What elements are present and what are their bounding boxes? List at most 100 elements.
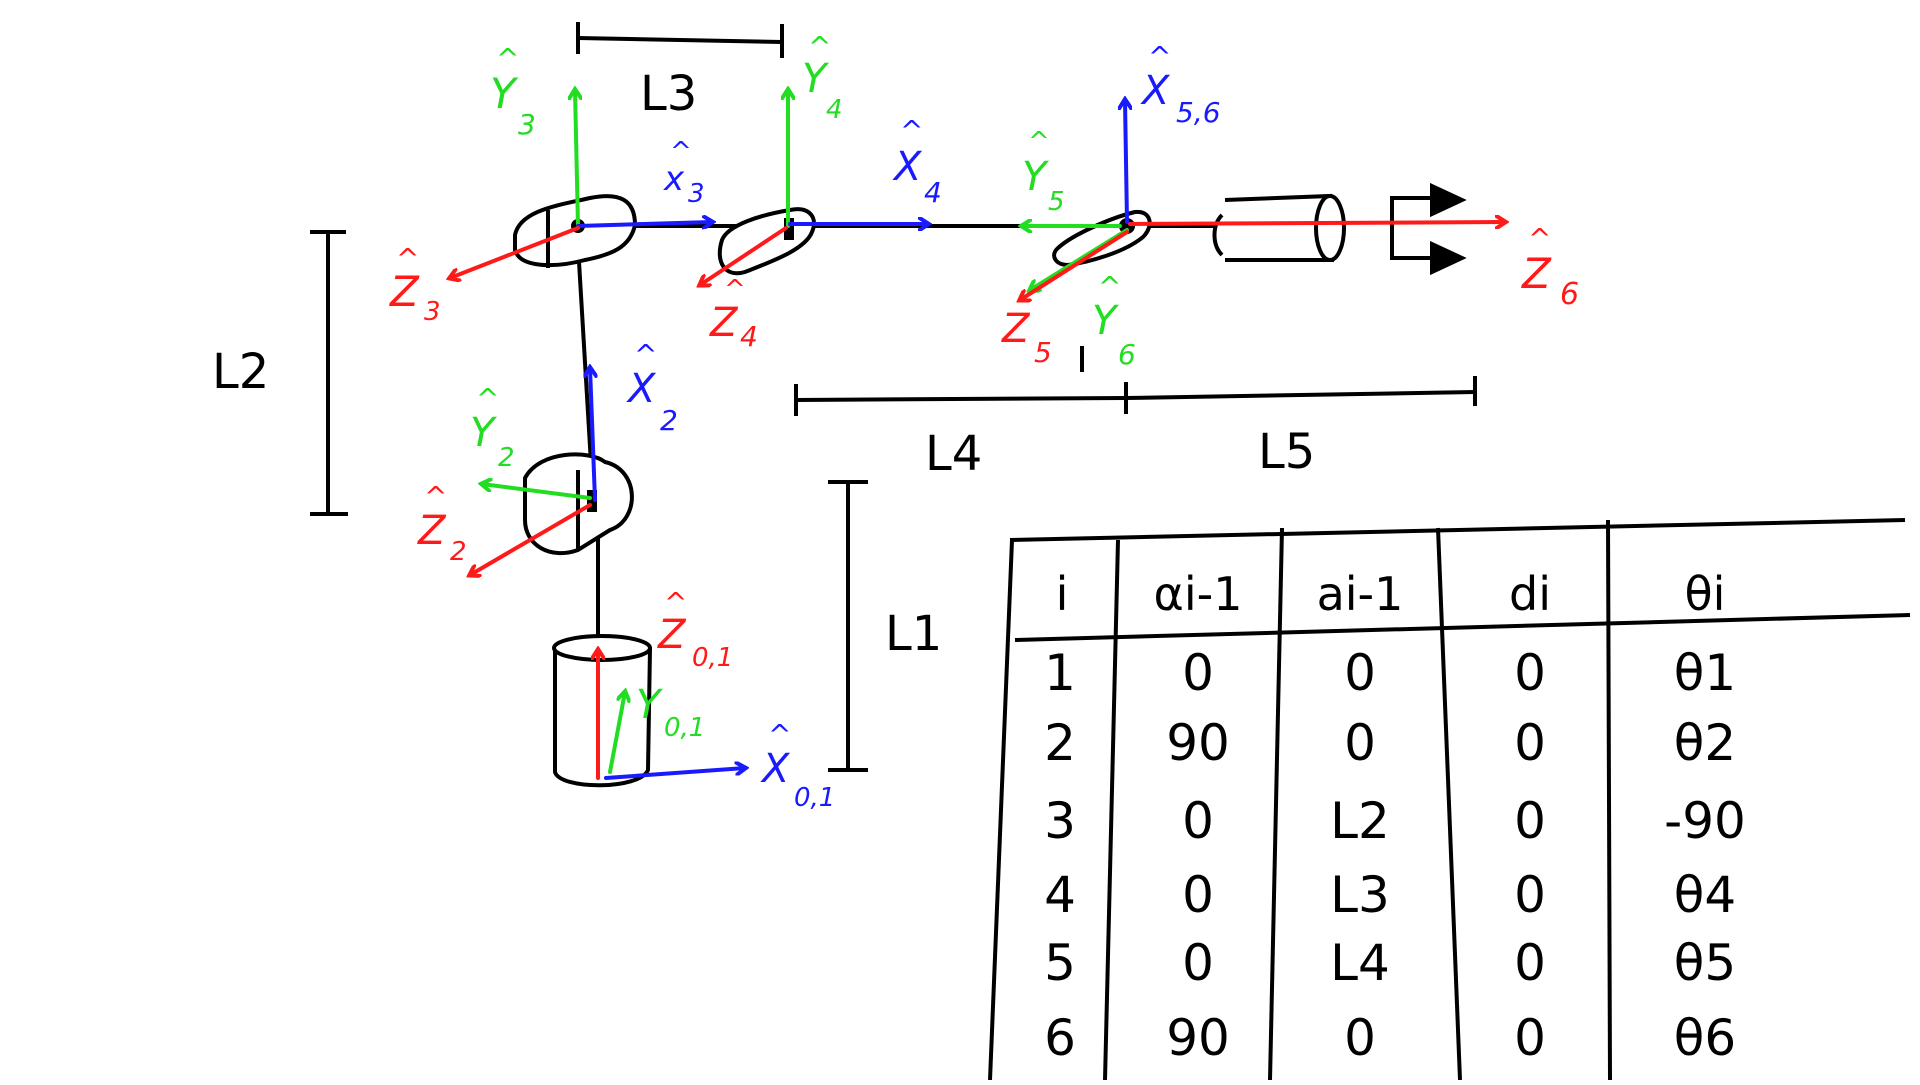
joint-3	[513, 194, 638, 268]
svg-text:4: 4	[924, 176, 942, 209]
dh-table-cell: -90	[1664, 792, 1746, 850]
axes-arrows	[450, 90, 1505, 780]
link-joint2-to-joint3	[576, 244, 594, 481]
svg-text:^: ^	[496, 42, 519, 75]
dh-table-cell: 6	[1044, 1009, 1076, 1067]
axis-labels: ^ Z 0,1 Y 0,1 ^ X 0,1 ^ X 2 ^ Y 2 ^	[389, 30, 1579, 813]
svg-text:Y: Y	[470, 410, 498, 456]
svg-text:Y: Y	[490, 69, 519, 118]
svg-text:3: 3	[518, 108, 536, 141]
dh-table-cell: 0	[1514, 644, 1546, 702]
axis-z6-arrow	[1128, 222, 1505, 224]
dimension-labels: L3 L2 L1 L4 L5	[212, 66, 1315, 662]
svg-text:^: ^	[1028, 127, 1050, 157]
axis-x3-arrow	[576, 222, 712, 226]
dh-table-cell: 5	[1044, 934, 1076, 992]
svg-text:^: ^	[424, 480, 447, 513]
svg-text:2: 2	[450, 537, 467, 567]
svg-text:^: ^	[900, 114, 923, 147]
svg-text:X: X	[626, 366, 657, 412]
svg-text:4: 4	[826, 95, 843, 125]
base-joint	[552, 634, 652, 788]
dh-table-cell: 0	[1514, 792, 1546, 850]
svg-text:Z: Z	[709, 300, 739, 346]
label-x2: ^ X 2	[626, 338, 678, 437]
dh-header-cell: αi-1	[1154, 567, 1243, 621]
dh-table-cell: 0	[1182, 934, 1214, 992]
label-l3: L3	[640, 66, 697, 122]
axis-y3-arrow	[575, 90, 578, 228]
svg-text:5,6: 5,6	[1176, 96, 1221, 129]
dh-table-cell: 0	[1344, 644, 1376, 702]
label-z01: ^ Z 0,1	[657, 586, 733, 673]
svg-text:Z: Z	[417, 508, 447, 554]
dh-table-cell: 0	[1514, 1009, 1546, 1067]
label-x01: ^ X 0,1	[760, 718, 835, 813]
svg-text:X: X	[1140, 68, 1171, 114]
axis-z4-arrow	[700, 226, 788, 285]
label-y2: ^ Y 2	[470, 382, 515, 473]
label-x56: ^ X 5,6	[1140, 40, 1221, 129]
svg-text:Y: Y	[802, 56, 830, 102]
label-z3: ^ Z 3	[389, 242, 441, 327]
svg-text:3: 3	[688, 179, 705, 209]
label-z4: ^ Z 4	[709, 275, 758, 353]
dh-table-cell: 0	[1182, 644, 1214, 702]
axis-x2-arrow	[590, 368, 595, 502]
svg-text:2: 2	[660, 404, 678, 437]
dimension-lines	[310, 22, 1477, 772]
dh-table-cell: 0	[1514, 714, 1546, 772]
label-y3: ^ Y 3	[490, 42, 536, 141]
label-l2: L2	[212, 344, 269, 400]
svg-text:6: 6	[1560, 277, 1579, 312]
svg-text:^: ^	[476, 382, 499, 415]
dh-table-cell: 0	[1514, 866, 1546, 924]
svg-text:0,1: 0,1	[664, 713, 705, 743]
svg-text:6: 6	[1118, 338, 1136, 371]
dh-table-cell: θ1	[1674, 644, 1736, 702]
label-y5: ^ Y 5	[1022, 127, 1065, 217]
svg-text:^: ^	[808, 30, 831, 63]
svg-text:Y: Y	[1022, 154, 1050, 200]
svg-text:Y: Y	[636, 682, 664, 728]
axis-y01-arrow	[608, 692, 625, 774]
dh-table-cell: θ4	[1674, 866, 1736, 924]
svg-text:^: ^	[664, 586, 687, 619]
svg-text:^: ^	[724, 275, 746, 305]
svg-text:X: X	[760, 746, 791, 792]
end-effector-cylinder	[1212, 193, 1346, 262]
dh-header-cell: ai-1	[1317, 567, 1404, 621]
svg-text:^: ^	[634, 338, 657, 371]
label-z5: Z 5	[1001, 306, 1052, 369]
svg-text:5: 5	[1048, 187, 1065, 217]
joint-2	[523, 452, 634, 556]
dh-header-cell: di	[1509, 567, 1551, 621]
svg-text:^: ^	[1098, 270, 1121, 303]
svg-text:0,1: 0,1	[794, 783, 835, 813]
svg-text:^: ^	[1148, 40, 1171, 73]
svg-text:^: ^	[1528, 222, 1551, 255]
dh-table-cell: 90	[1166, 1009, 1230, 1067]
label-y4: ^ Y 4	[802, 30, 843, 125]
svg-text:^: ^	[670, 137, 692, 167]
svg-text:3: 3	[424, 297, 441, 327]
dimension-l4-l5	[794, 376, 1477, 416]
dh-table-cell: 4	[1044, 866, 1076, 924]
dh-table-cell: θ6	[1674, 1009, 1736, 1067]
svg-text:0,1: 0,1	[692, 643, 733, 673]
dimension-l3	[576, 22, 784, 58]
dh-table-cell: 0	[1182, 792, 1214, 850]
axis-x56-arrow	[1125, 100, 1127, 224]
axis-z2-arrow	[470, 503, 592, 575]
dh-header-cell: i	[1056, 567, 1069, 621]
axis-x01-arrow	[604, 768, 745, 780]
gripper-icon	[1390, 182, 1467, 276]
svg-text:4: 4	[740, 320, 758, 353]
axis-z5-arrow	[1020, 230, 1129, 300]
dimension-l1	[828, 480, 868, 772]
axis-y2-arrow	[482, 484, 592, 500]
